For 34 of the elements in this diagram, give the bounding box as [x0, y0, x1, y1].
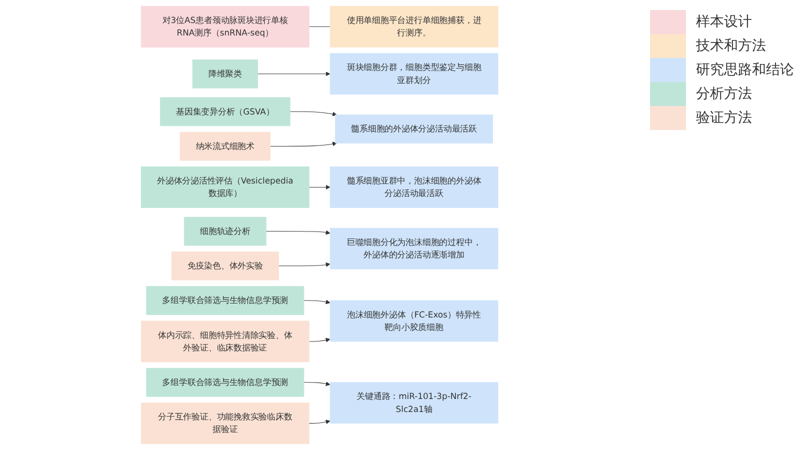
node-box: 斑块细胞分群，细胞类型鉴定与细胞亚群划分 — [330, 53, 499, 95]
legend-label: 验证方法 — [696, 109, 752, 127]
node-box: 多组学联合筛选与生物信息学预测 — [146, 286, 305, 315]
arrow — [290, 111, 338, 116]
node-box: 对3位AS患者颈动脉斑块进行单核RNA测序（snRNA-seq） — [141, 6, 310, 48]
arrow — [266, 230, 331, 235]
node-box: 免疫染色、体外实验 — [172, 252, 280, 280]
arrow — [258, 72, 331, 76]
node-box: 体内示踪、细胞特异性清除实验、体外验证、临床数据验证 — [141, 320, 310, 362]
node-box: 降维聚类 — [192, 59, 258, 88]
legend-label: 分析方法 — [696, 85, 752, 103]
arrow — [278, 262, 331, 268]
legend-label: 样本设计 — [696, 13, 752, 31]
node-box: 细胞轨迹分析 — [184, 216, 267, 246]
arrow — [270, 142, 338, 147]
node-box: 使用单细胞平台进行单细胞捕获，进行测序。 — [330, 6, 499, 48]
arrow — [309, 338, 331, 342]
arrow — [304, 382, 331, 386]
legend-label: 研究思路和结论 — [696, 61, 794, 79]
node-box: 外泌体分泌活性评估（Vesiclepedia数据库） — [141, 166, 310, 208]
node-box: 髓系细胞亚群中，泡沫细胞的外泌体分泌活动最活跃 — [330, 166, 499, 208]
legend-label: 技术和方法 — [696, 37, 766, 55]
arrow — [304, 300, 331, 304]
node-box: 泡沫细胞外泌体（FC-Exos）特异性靶向小胶质细胞 — [330, 300, 499, 342]
node-box: 多组学联合筛选与生物信息学预测 — [146, 368, 305, 397]
connector — [309, 26, 331, 27]
node-box: 分子互作验证、功能挽救实验临床数据验证 — [141, 402, 310, 444]
node-box: 基因集变异分析（GSVA） — [160, 97, 291, 126]
node-box: 关键通路：miR-101-3p-Nrf2-Slc2a1轴 — [330, 382, 499, 424]
arrow — [309, 184, 331, 190]
arrow — [309, 420, 331, 424]
node-box: 髓系细胞的外泌体分泌活动最活跃 — [335, 114, 494, 144]
node-box: 巨噬细胞分化为泡沫细胞的过程中，外泌体的分泌活动逐渐增加 — [330, 228, 499, 270]
node-box: 纳米流式细胞术 — [180, 132, 271, 161]
